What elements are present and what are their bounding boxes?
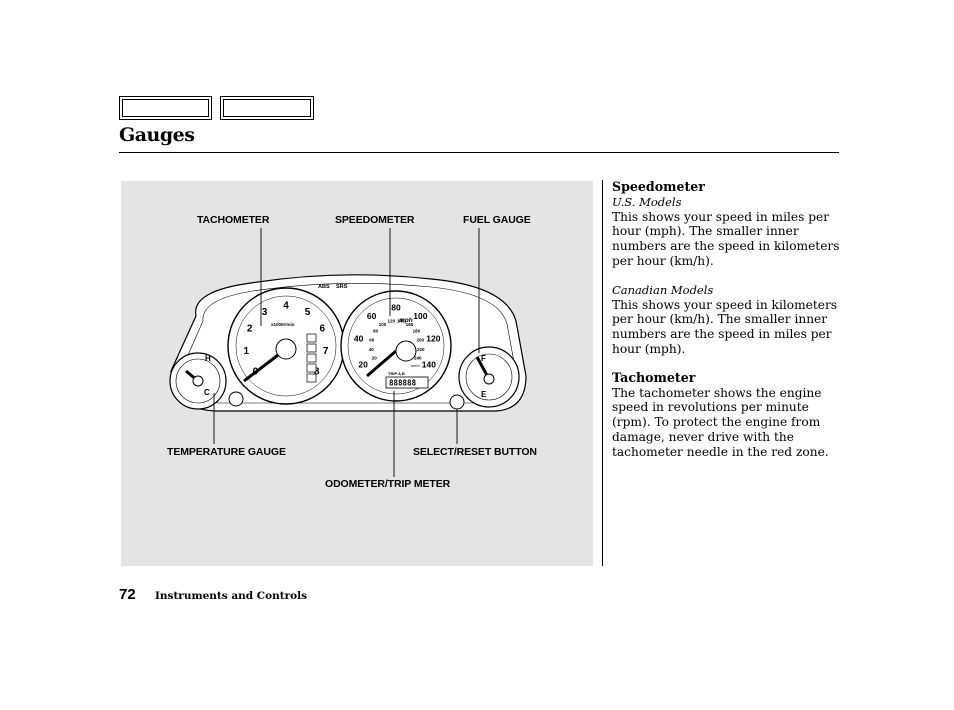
text-column: Speedometer U.S. Models This shows your … — [612, 179, 844, 460]
speedometer-inner-number-7: 160 — [406, 322, 414, 327]
odometer-display — [385, 376, 429, 389]
speedometer-inner-number-5: 120 — [388, 319, 396, 324]
speedometer-inner-units: km/h — [411, 363, 420, 368]
instrument-cluster-illustration: H C 01 23 4 56 78 x1000r/min ABS SRS — [169, 228, 527, 477]
speedometer-inner-number-8: 180 — [413, 329, 421, 334]
callout-fuel-gauge: FUEL GAUGE — [463, 214, 531, 226]
nav-tab-box-1-inner — [122, 99, 209, 117]
tachometer-number-4: 4 — [283, 301, 289, 312]
trip-label: TRIP A B — [388, 371, 405, 376]
page-number: 72 — [119, 586, 136, 603]
indicator-lights — [306, 333, 317, 383]
nav-tab-box-2[interactable] — [220, 96, 314, 120]
select-reset-button[interactable] — [449, 394, 465, 410]
speedometer-inner-number-2: 60 — [369, 337, 375, 342]
speedometer-inner-number-4: 100 — [379, 322, 387, 327]
tachometer-number-0: 0 — [253, 366, 259, 377]
speedometer-outer-number-1: 40 — [354, 334, 364, 344]
speedometer-outer-number-2: 60 — [367, 311, 377, 321]
tachometer-heading: Tachometer — [612, 369, 696, 385]
tachometer-text: The tachometer shows the engine speed in… — [612, 385, 829, 459]
odometer-reading: 888888 — [389, 379, 417, 388]
column-divider — [602, 180, 603, 566]
speedometer-outer-number-0: 20 — [358, 359, 368, 369]
canadian-models-text: This shows your speed in kilometers per … — [612, 297, 838, 356]
speedometer-outer-number-5: 120 — [426, 334, 440, 344]
speedometer-inner-number-10: 220 — [417, 347, 425, 352]
nav-tab-box-1[interactable] — [119, 96, 212, 120]
speedometer-outer-number-6: 140 — [422, 359, 436, 369]
nav-tab-box-2-inner — [223, 99, 311, 117]
callout-leader-lines — [213, 228, 480, 477]
speedometer-inner-number-11: 240 — [414, 356, 422, 361]
fuel-mark-e: E — [481, 390, 487, 399]
us-models-label: U.S. Models — [612, 194, 682, 209]
canadian-models-label: Canadian Models — [612, 282, 714, 297]
tachometer-number-3: 3 — [262, 307, 268, 318]
speedometer-outer-number-3: 80 — [391, 302, 401, 312]
tachometer-number-6: 6 — [320, 324, 326, 335]
callout-tachometer: TACHOMETER — [197, 214, 270, 226]
tachometer-number-5: 5 — [305, 307, 311, 318]
page-section-name: Instruments and Controls — [155, 590, 308, 602]
trip-knob — [228, 391, 244, 407]
speedometer-heading: Speedometer — [612, 179, 705, 194]
temp-mark-h: H — [205, 354, 211, 363]
tachometer-number-2: 2 — [247, 324, 253, 335]
fuel-mark-f: F — [481, 354, 486, 363]
speedometer-inner-number-0: 20 — [372, 356, 378, 361]
warning-light-labels: ABS SRS — [318, 284, 348, 290]
tachometer-dial: 01 23 4 56 78 x1000r/min — [227, 287, 345, 405]
us-models-text: This shows your speed in miles per hour … — [612, 209, 840, 268]
callout-select-reset-button: SELECT/RESET BUTTON — [413, 446, 537, 458]
speedometer-inner-number-6: 140 — [397, 319, 405, 324]
tachometer-number-1: 1 — [244, 346, 250, 357]
fuel-gauge: F E — [458, 346, 520, 408]
speedometer-inner-number-3: 80 — [373, 329, 379, 334]
tachometer-number-8: 8 — [314, 366, 320, 377]
temp-mark-c: C — [204, 388, 210, 397]
svg-text:SRS: SRS — [336, 284, 348, 290]
page-title: Gauges — [119, 124, 195, 146]
callout-temperature-gauge: TEMPERATURE GAUGE — [167, 446, 286, 458]
cluster-inner-outline — [180, 283, 517, 404]
callout-speedometer: SPEEDOMETER — [335, 214, 415, 226]
callout-odometer-trip-meter: ODOMETER/TRIP METER — [325, 478, 451, 490]
temperature-gauge: H C — [169, 352, 227, 410]
speedometer-units: mph — [399, 317, 413, 324]
tachometer-number-7: 7 — [323, 346, 329, 357]
title-rule — [119, 152, 839, 153]
svg-text:ABS: ABS — [318, 284, 330, 290]
tachometer-units: x1000r/min — [271, 322, 295, 327]
speedometer-inner-number-9: 200 — [417, 337, 425, 342]
speedometer-inner-number-1: 40 — [369, 347, 375, 352]
speedometer-outer-number-4: 100 — [413, 311, 427, 321]
